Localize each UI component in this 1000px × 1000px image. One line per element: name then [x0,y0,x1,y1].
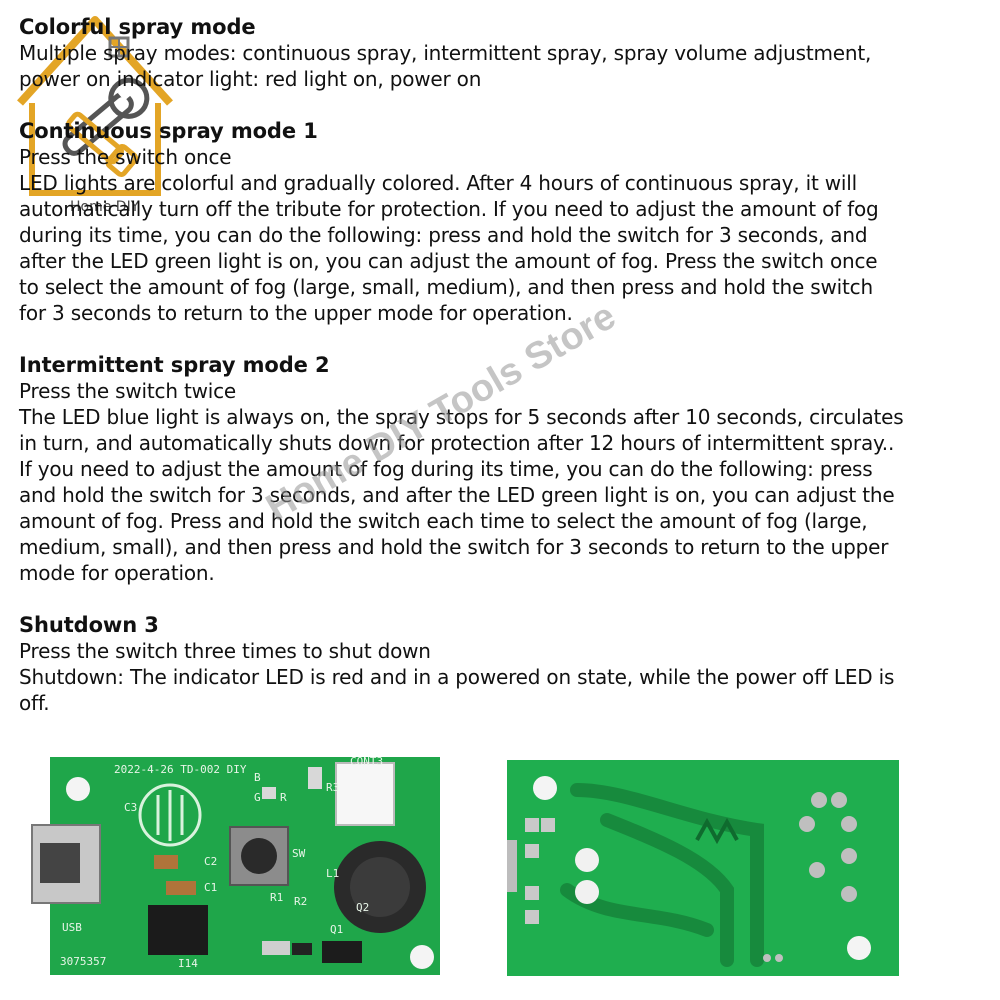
logo-brand-text: Home DIY [70,199,140,215]
section-colorful-spray-mode: Colorful spray mode Multiple spray modes… [19,14,991,92]
text-line: Press the switch once [19,145,232,169]
pcb-serial-label: 3075357 [60,955,106,968]
pcb-usb-label: USB [62,921,82,934]
pcb-silkscreen-label: R2 [294,895,307,908]
pcb-silkscreen-label: G [254,791,261,804]
pcb-silkscreen-label: C2 [204,855,217,868]
pcb-connector-label: CONT3 [350,755,383,768]
section-shutdown: Shutdown 3 Press the switch three times … [19,612,991,716]
text-line: after the LED green light is on, you can… [19,249,878,273]
pcb-silkscreen-label: Q1 [330,923,343,936]
text-line: automatically turn off the tribute for p… [19,197,879,221]
section-intermittent-spray-mode: Intermittent spray mode 2 Press the swit… [19,352,991,586]
text-line: The LED blue light is always on, the spr… [19,405,904,429]
text-line: and hold the switch for 3 seconds, and a… [19,483,895,507]
instruction-document: Colorful spray mode Multiple spray modes… [19,14,991,742]
pcb-chip-label: I14 [178,957,198,970]
section-heading: Intermittent spray mode 2 [19,353,330,377]
section-heading: Shutdown 3 [19,613,159,637]
pcb-silkscreen-label: R [280,791,287,804]
house-wrench-icon [17,16,173,196]
pcb-silkscreen-label: B [254,771,261,784]
text-line: Shutdown: The indicator LED is red and i… [19,665,895,689]
text-line: amount of fog. Press and hold the switch… [19,509,868,533]
pcb-switch-label: SW [292,847,306,860]
section-heading: Continuous spray mode 1 [19,119,318,143]
pcb-back-photo [507,760,899,976]
pcb-silkscreen-label: C1 [204,881,217,894]
pcb-silkscreen-label: L1 [326,867,339,880]
text-line: off. [19,691,50,715]
text-line: LED lights are colorful and gradually co… [19,171,858,195]
pcb-silkscreen-label: R3 [326,781,339,794]
home-diy-logo: Home DIY [10,8,180,215]
pcb-date-label: 2022-4-26 TD-002 DIY [114,763,247,776]
text-line: during its time, you can do the followin… [19,223,868,247]
text-line: power on indicator light: red light on, … [19,67,482,91]
text-line: Multiple spray modes: continuous spray, … [19,41,872,65]
text-line: mode for operation. [19,561,215,585]
text-line: If you need to adjust the amount of fog … [19,457,873,481]
section-continuous-spray-mode: Continuous spray mode 1 Press the switch… [19,118,991,326]
text-line: to select the amount of fog (large, smal… [19,275,873,299]
text-line: Press the switch three times to shut dow… [19,639,431,663]
pcb-silkscreen-label: R1 [270,891,283,904]
text-line: for 3 seconds to return to the upper mod… [19,301,573,325]
section-heading: Colorful spray mode [19,15,256,39]
pcb-silkscreen-label: Q2 [356,901,369,914]
text-line: Press the switch twice [19,379,237,403]
text-line: medium, small), and then press and hold … [19,535,889,559]
pcb-silkscreen-label: C3 [124,801,137,814]
pcb-front-photo: 2022-4-26 TD-002 DIY CONT3 USB 3075357 I… [30,755,442,977]
text-line: in turn, and automatically shuts down fo… [19,431,895,455]
